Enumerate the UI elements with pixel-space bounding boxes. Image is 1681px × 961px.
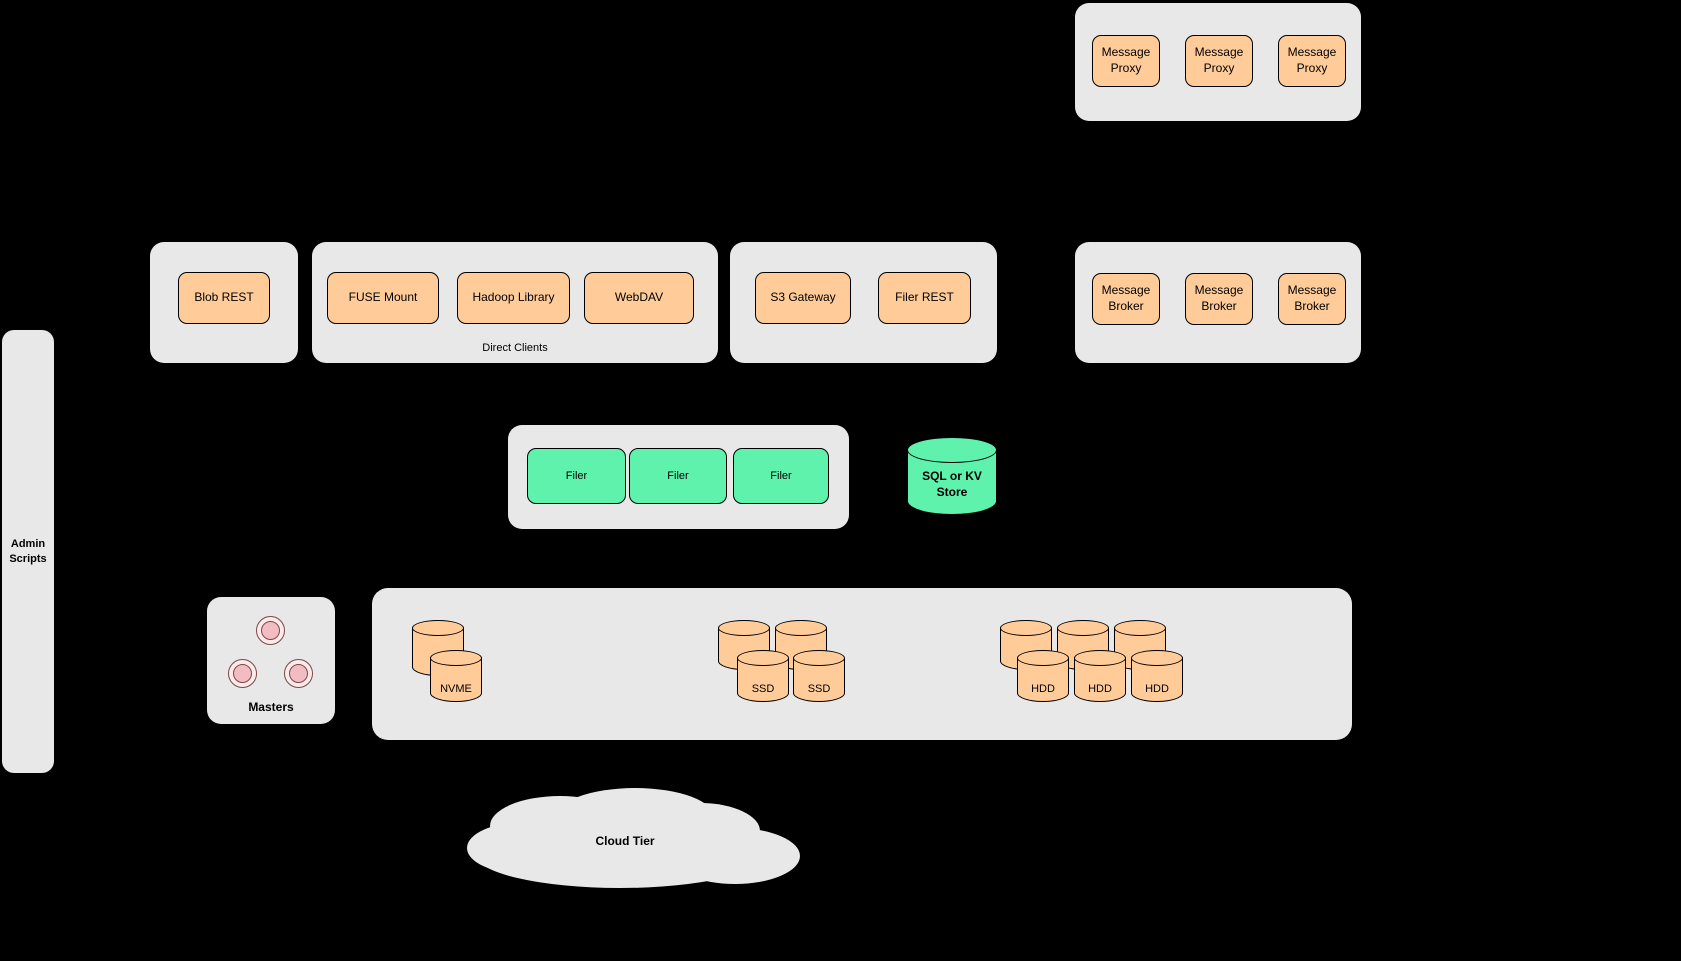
message-proxy-node: Message Proxy (1092, 35, 1160, 87)
ssd-volume-cylinder: SSD (793, 650, 845, 702)
message-broker-node: Message Broker (1092, 273, 1160, 325)
cylinder-cap (737, 650, 789, 666)
hdd-label: HDD (1145, 683, 1169, 695)
admin-scripts-panel: Admin Scripts (2, 330, 54, 773)
cylinder-cap (775, 620, 827, 636)
cylinder-cap (793, 650, 845, 666)
message-broker-node: Message Broker (1185, 273, 1253, 325)
master-node-core (289, 664, 308, 683)
filer-group: Filer Filer Filer (508, 425, 849, 529)
nvme-label: NVME (440, 683, 472, 695)
message-broker-node: Message Broker (1278, 273, 1346, 325)
ssd-label: SSD (751, 683, 775, 695)
master-node (284, 659, 313, 688)
s3-gateway-node: S3 Gateway (755, 272, 851, 324)
cylinder-cap (718, 620, 770, 636)
blob-rest-group: Blob REST (150, 242, 298, 363)
cylinder-cap (412, 620, 464, 636)
hadoop-library-node: Hadoop Library (457, 272, 570, 324)
volume-servers-group: NVME SSD SSD (372, 588, 1352, 740)
cylinder-cap (430, 650, 482, 666)
cylinder-cap (907, 437, 997, 463)
cylinder-cap (1057, 620, 1109, 636)
cylinder-cap (1017, 650, 1069, 666)
message-broker-group: Message Broker Message Broker Message Br… (1075, 242, 1361, 363)
filer-node: Filer (629, 448, 727, 504)
hdd-label: HDD (1031, 683, 1055, 695)
cylinder-body (793, 658, 845, 702)
blob-rest-node: Blob REST (178, 272, 270, 324)
nvme-volume-cylinder: NVME (430, 650, 482, 702)
message-proxy-node: Message Proxy (1185, 35, 1253, 87)
hdd-label: HDD (1088, 683, 1112, 695)
cylinder-cap (1074, 650, 1126, 666)
ssd-volume-cylinder: SSD (737, 650, 789, 702)
master-node-core (261, 621, 280, 640)
hdd-volume-cylinder: HDD (1074, 650, 1126, 702)
sql-kv-store-label: SQL or KV Store (922, 469, 982, 499)
ssd-label: SSD (807, 683, 831, 695)
masters-group: Masters (207, 597, 335, 724)
cylinder-cap (1000, 620, 1052, 636)
direct-clients-group: FUSE Mount Hadoop Library WebDAV Direct … (312, 242, 718, 363)
master-node (228, 659, 257, 688)
fuse-mount-node: FUSE Mount (327, 272, 439, 324)
hdd-volume-cylinder: HDD (1131, 650, 1183, 702)
master-node (256, 616, 285, 645)
master-node-core (233, 664, 252, 683)
gateway-group: S3 Gateway Filer REST (730, 242, 997, 363)
cloud-tier-label: Cloud Tier (595, 834, 655, 848)
filer-node: Filer (733, 448, 829, 504)
cylinder-cap (1131, 650, 1183, 666)
masters-label: Masters (248, 700, 294, 714)
hdd-volume-cylinder: HDD (1017, 650, 1069, 702)
message-proxy-node: Message Proxy (1278, 35, 1346, 87)
cylinder-cap (1114, 620, 1166, 636)
sql-kv-store-cylinder: SQL or KV Store (907, 437, 997, 515)
cloud-tier-shape (467, 788, 800, 888)
filer-node: Filer (527, 448, 626, 504)
admin-scripts-label: Admin Scripts (9, 537, 47, 565)
webdav-node: WebDAV (584, 272, 694, 324)
message-proxy-group: Message Proxy Message Proxy Message Prox… (1075, 3, 1361, 121)
direct-clients-caption: Direct Clients (482, 342, 548, 354)
filer-rest-node: Filer REST (878, 272, 971, 324)
